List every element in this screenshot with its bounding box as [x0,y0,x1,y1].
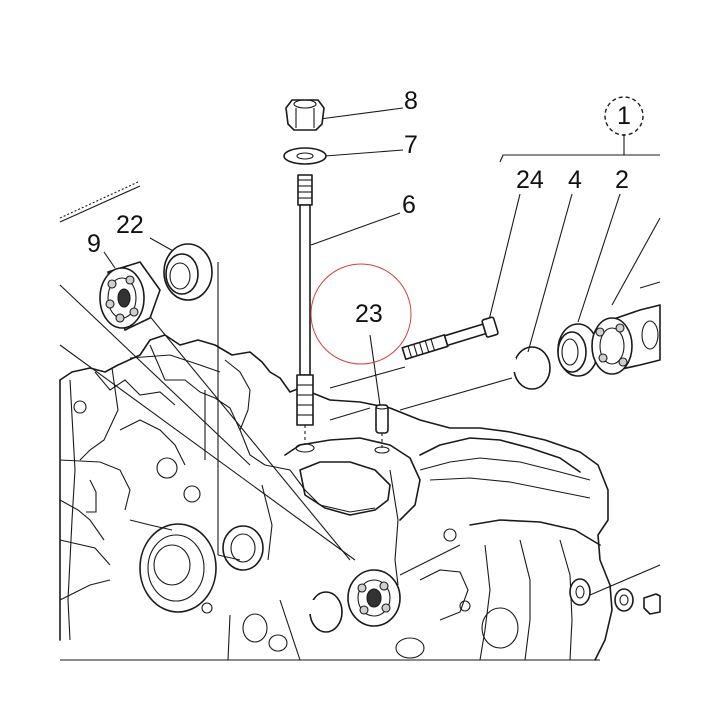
circlip-part-4 [508,346,551,390]
drain-plug [569,578,661,615]
seal-part-22 [163,243,213,301]
bearing-assembly-part-1 [591,304,661,375]
lower-circlip [306,591,343,633]
callout-8: 8 [404,87,418,115]
callout-4: 4 [568,166,582,194]
callout-23: 23 [355,300,383,328]
callout-9: 9 [87,230,101,258]
callout-7: 7 [404,131,418,159]
nut-part-8 [285,99,325,131]
group-marker-circle [604,96,644,136]
leader-lines [59,107,661,596]
bolt-part-24 [401,316,499,360]
callout-22: 22 [116,211,144,239]
callout-2: 2 [615,166,629,194]
group-bracket-left [59,181,141,223]
callout-24: 24 [516,166,544,194]
dowel-pin-part-23 [374,404,390,454]
highlight-circle [310,263,412,365]
stud-bolt-part-6 [295,174,315,453]
callout-6: 6 [402,191,416,219]
bearing-part-9 [99,261,161,331]
callout-1: 1 [617,102,631,130]
crankcase-housing [59,334,613,661]
lower-bearing [347,569,401,627]
washer-part-7 [283,147,327,165]
